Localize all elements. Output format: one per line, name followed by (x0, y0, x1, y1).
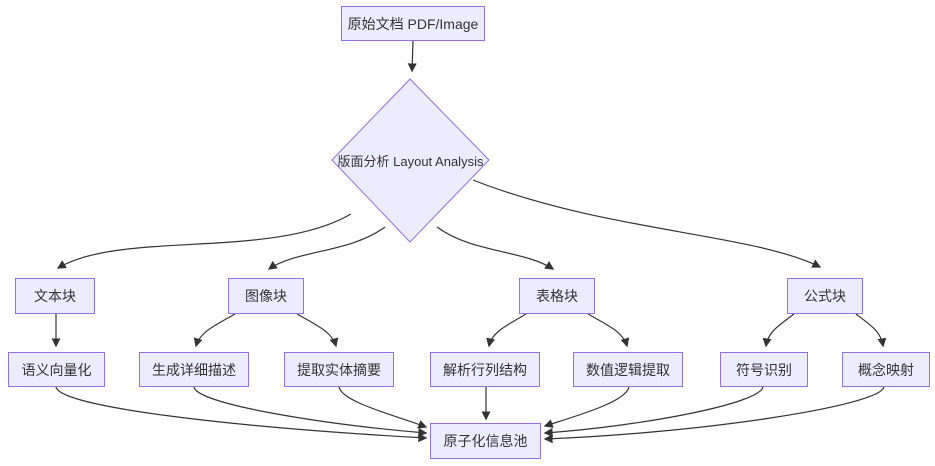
edge-layout-formula-block (472, 179, 822, 268)
edge-layout-image-block (267, 226, 386, 270)
layout-analysis-diamond-shape (331, 78, 490, 243)
node-entity-summary: 提取实体摘要 (284, 352, 394, 387)
edge-formula-concept (855, 313, 887, 348)
node-generate-description: 生成详细描述 (139, 352, 249, 387)
edge-gendesc-pool (193, 386, 428, 437)
node-table-block: 表格块 (519, 278, 595, 314)
node-image-block: 图像块 (228, 278, 304, 314)
node-symbol-recognition: 符号识别 (720, 352, 808, 387)
edge-symbol-pool (543, 386, 764, 437)
edge-doc-layout (407, 40, 417, 73)
edge-image-entitysum (296, 313, 339, 348)
node-parse-row-column-structure: 解析行列结构 (430, 352, 540, 387)
node-numeric-logic-extraction: 数值逻辑提取 (573, 352, 683, 387)
edge-table-numlogic (587, 313, 630, 348)
node-concept-mapping: 概念映射 (842, 352, 930, 387)
edge-table-parsestruct (486, 313, 527, 348)
node-layout-analysis-label: 版面分析 Layout Analysis (337, 153, 484, 169)
edge-layout-text-block (56, 213, 352, 269)
edge-entitysum-pool (338, 386, 428, 429)
edge-semvec-pool (55, 386, 428, 443)
edge-image-gendesc (193, 313, 236, 348)
node-atomized-info-pool: 原子化信息池 (430, 423, 541, 459)
node-text-block: 文本块 (15, 278, 95, 314)
node-formula-block: 公式块 (787, 278, 863, 314)
node-original-document: 原始文档 PDF/Image (341, 6, 485, 41)
edge-concept-pool (543, 386, 885, 444)
edge-formula-symbol (762, 313, 795, 348)
node-semantic-vectorization: 语义向量化 (8, 352, 105, 387)
edge-layout-table-block (436, 226, 555, 270)
edge-numlogic-pool (543, 386, 630, 428)
